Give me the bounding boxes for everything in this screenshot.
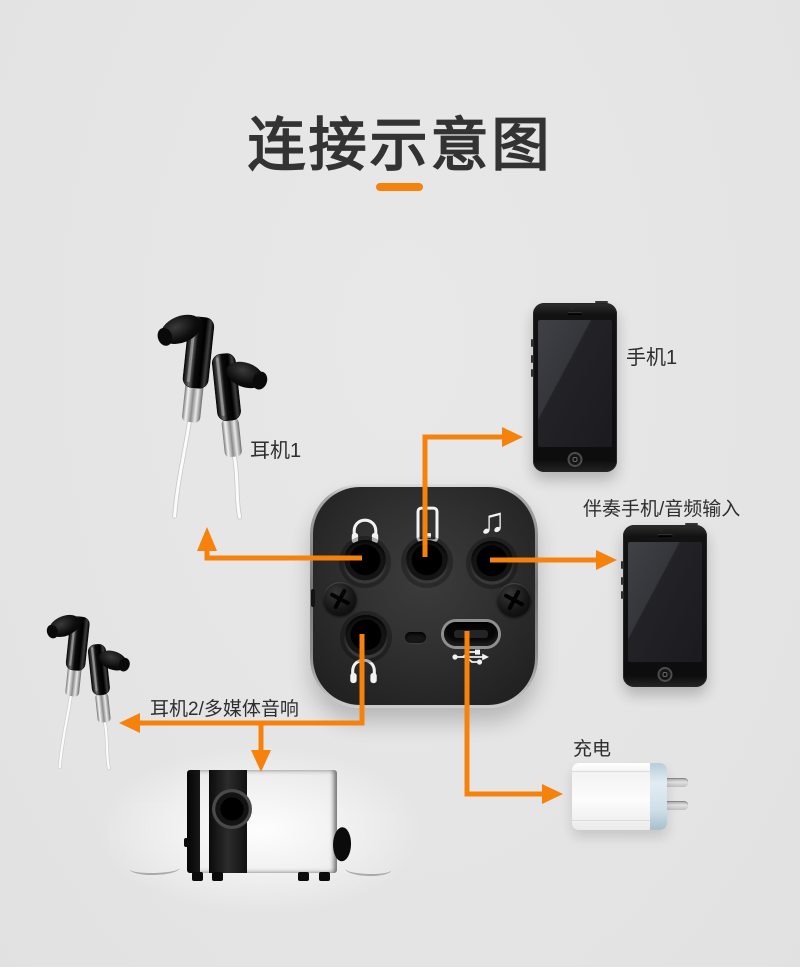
speaker-glow xyxy=(95,745,425,915)
charger-prong xyxy=(665,778,688,787)
front-camera xyxy=(659,529,663,532)
home-button xyxy=(567,452,583,467)
speaker-foot xyxy=(192,872,203,881)
phone-1-image xyxy=(531,301,617,472)
label-earphone2-speaker: 耳机2/多媒体音响 xyxy=(150,699,299,720)
power-button xyxy=(595,301,608,303)
charger-cap xyxy=(650,763,667,830)
speaker-foot xyxy=(298,872,309,881)
speaker-base-trim xyxy=(345,862,392,877)
device-face: ♫ xyxy=(311,487,535,705)
screw-icon xyxy=(323,582,357,616)
earbud-left xyxy=(157,314,215,519)
label-aux-input: 伴奏手机/音频输入 xyxy=(583,499,741,520)
home-button xyxy=(657,667,673,682)
headphones-icon xyxy=(350,658,377,684)
smartphone-icon xyxy=(416,506,439,543)
earbud-left xyxy=(46,614,90,770)
satellite-speaker-left xyxy=(124,802,184,880)
charger-image xyxy=(572,763,667,830)
charger-seam xyxy=(572,771,650,772)
device-side-button xyxy=(311,589,315,607)
headphone2-jack xyxy=(344,615,388,659)
earpiece-speaker xyxy=(657,534,673,537)
earbud-right xyxy=(87,644,130,770)
micro-usb-port xyxy=(444,622,498,646)
label-charge: 充电 xyxy=(573,739,612,760)
side-button xyxy=(531,369,533,377)
speaker-foot xyxy=(319,872,330,881)
speakers-image xyxy=(118,765,403,885)
charger-prong xyxy=(665,801,688,810)
speaker-foot xyxy=(212,872,223,881)
side-button xyxy=(621,591,623,599)
aux-phone-image xyxy=(621,523,707,687)
satellite-speaker-right xyxy=(332,811,397,881)
speaker-base-trim xyxy=(129,861,180,876)
front-camera xyxy=(569,307,573,310)
music-input-jack xyxy=(470,541,514,585)
soundcard-device: ♫ xyxy=(310,484,538,708)
side-button xyxy=(621,577,623,585)
led-indicator xyxy=(405,632,426,643)
side-button xyxy=(621,561,623,569)
phone-jack xyxy=(405,540,449,584)
earphones-1-image xyxy=(157,314,268,520)
page-title: 连接示意图 xyxy=(247,112,553,178)
phone-screen xyxy=(628,542,702,662)
subwoofer-knob xyxy=(184,838,189,847)
bottom-white-strip xyxy=(0,967,800,976)
side-button xyxy=(531,339,533,347)
earpiece-speaker xyxy=(567,312,583,315)
charger-seam xyxy=(572,820,650,821)
headphone1-jack xyxy=(343,540,387,584)
title-underline-dash xyxy=(376,183,423,191)
usb-icon xyxy=(452,649,489,665)
music-note-icon: ♫ xyxy=(478,500,506,541)
speaker-cone xyxy=(332,827,352,862)
label-earphone1: 耳机1 xyxy=(250,440,302,462)
subwoofer-port-ring xyxy=(212,789,252,829)
power-button xyxy=(685,523,698,525)
subwoofer xyxy=(184,770,337,873)
label-phone1: 手机1 xyxy=(626,347,678,369)
screw-icon xyxy=(497,583,531,617)
phone-screen xyxy=(538,320,612,447)
earbud-right xyxy=(212,353,268,520)
side-button xyxy=(531,355,533,363)
earphones-2-image xyxy=(46,614,130,770)
